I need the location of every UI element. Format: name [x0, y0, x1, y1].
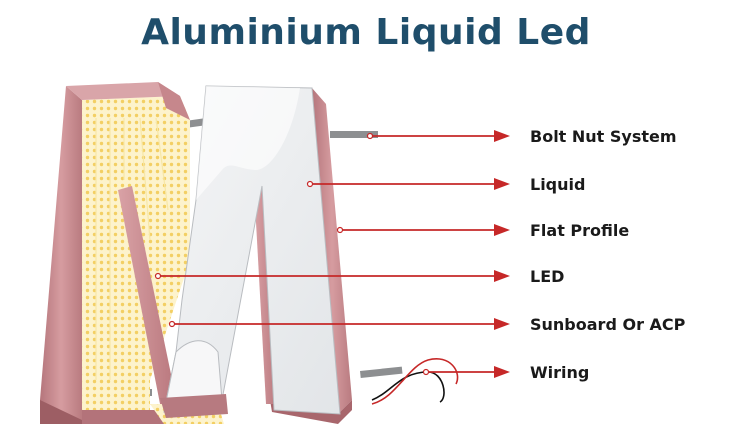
callout-arrowhead — [494, 270, 510, 282]
diagram-title: Aluminium Liquid Led — [141, 12, 591, 53]
callout-arrowhead — [494, 224, 510, 236]
callout-dot — [168, 320, 176, 328]
callout-label-led: LED — [530, 267, 564, 286]
callout-sunboard: Sunboard Or ACP — [168, 315, 686, 334]
callout-dot — [336, 226, 344, 234]
callout-label-wiring: Wiring — [530, 363, 589, 382]
callout-dot — [366, 132, 374, 140]
wiring-cables — [371, 358, 459, 405]
callout-dot — [306, 180, 314, 188]
callout-arrowhead — [494, 130, 510, 142]
callout-label-bolt: Bolt Nut System — [530, 127, 677, 146]
callout-label-liquid: Liquid — [530, 175, 585, 194]
callout-arrowhead — [494, 366, 510, 378]
callout-arrowhead — [494, 178, 510, 190]
callout-led: LED — [154, 267, 564, 286]
callout-liquid: Liquid — [306, 175, 585, 194]
callout-dot — [154, 272, 162, 280]
callout-bolt: Bolt Nut System — [366, 127, 677, 146]
callout-label-flat: Flat Profile — [530, 221, 629, 240]
led-letter-shell — [40, 82, 224, 424]
callout-wiring: Wiring — [422, 363, 589, 382]
callout-arrowhead — [494, 318, 510, 330]
liquid-face — [160, 85, 352, 424]
callout-flat: Flat Profile — [336, 221, 629, 240]
callout-dot — [422, 368, 430, 376]
callout-label-sunboard: Sunboard Or ACP — [530, 315, 686, 334]
